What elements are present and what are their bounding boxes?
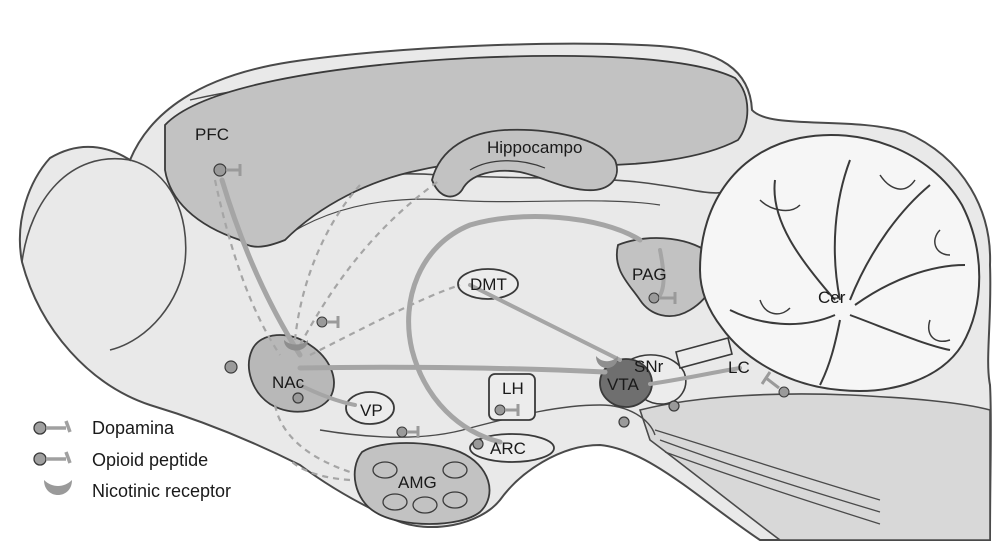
amg-dopamine-synapse [396,426,420,438]
cerebellum-lobule-1 [759,199,801,212]
pfc-dashed-pathway [213,179,281,356]
amg-nucleus-2 [442,461,468,479]
label-dmt: DMT [470,275,507,294]
lc-bridge [675,337,733,369]
legend-opioid-symbol [33,451,72,466]
legend-nicotinic-symbol [44,480,72,495]
pfc-dopamine-synapse [213,163,242,177]
amg-region [353,442,491,525]
nac-to-hippocampus-dashed [299,179,441,346]
cerebellum-fold-6 [729,309,836,325]
vta-nicotinic-receptor [596,356,618,368]
label-arc: ARC [490,439,526,458]
legend-opioid-label: Opioid peptide [92,450,208,470]
vta-ascending-pathway [468,283,622,362]
region-labels: PFC Hippocampo DMT PAG Cer NAc VP LH VTA… [195,125,846,492]
nac-to-callosum-dashed [293,184,361,341]
label-cerebellum: Cer [818,288,846,307]
label-vp: VP [360,401,383,420]
nac-inner-terminal [292,392,304,404]
cerebellum-outline [698,134,981,392]
nac-opioid-synapse [316,316,340,328]
label-pfc: PFC [195,125,229,144]
olfactory-bulb [21,157,187,351]
lc-dopamine-synapse [760,371,790,398]
cerebellum-lobule-5 [759,299,791,315]
nac-side-terminal [224,360,238,374]
nac-to-vp-pathway [298,383,357,407]
pathways [213,177,742,482]
hippocampus-region [431,128,618,198]
nac-nicotinic-receptor [284,340,308,351]
legend-dopamine-label: Dopamina [92,418,175,438]
vta-lower-terminal-1 [618,416,630,428]
stem-fiber-3 [664,451,881,525]
label-snr: SNr [634,357,664,376]
stem-fiber-1 [654,429,881,501]
lh-opioid-synapse [494,404,520,416]
cerebellum-lobule-2 [879,174,916,190]
brainstem [638,393,991,541]
lc-to-vta-pathway [648,366,742,386]
legend-dopamine-symbol [33,420,72,435]
cerebellum-fold-4 [854,264,966,306]
label-nac: NAc [272,373,305,392]
cerebellum-fold-3 [849,184,931,301]
cerebellum-fold-5 [849,314,951,351]
label-lh: LH [502,379,524,398]
amg-nucleus-1 [372,461,398,479]
cerebellum-lobule-4 [928,319,951,342]
vp-region [345,391,395,425]
vta-to-nac-pathway [297,364,608,375]
amg-nucleus-5 [442,491,468,509]
pag-opioid-synapse [648,292,677,304]
amg-to-legend-dashed [289,459,351,482]
label-vta: VTA [607,375,639,394]
hippocampus-inner [469,160,546,171]
stem-fiber-2 [659,439,881,513]
callosal-band-inner [279,198,661,241]
pfc-to-nac-pathway [219,177,303,358]
dmt-region [457,268,519,300]
legend: Dopamina Opioid peptide Nicotinic recept… [33,418,231,501]
vta-lower-terminal-2 [668,400,680,412]
label-lc: LC [728,358,750,377]
cerebellum-lobule-3 [934,229,951,256]
cerebellum-fold-7 [819,319,841,386]
big-loop-pathway [406,214,643,445]
nac-to-amg-dashed [273,404,351,474]
amg-nucleus-4 [412,496,438,514]
label-amg: AMG [398,473,437,492]
synapse-markers [213,163,790,450]
label-hippocampus: Hippocampo [487,138,582,157]
pag-region [615,237,717,317]
label-pag: PAG [632,265,667,284]
amg-nucleus-3 [382,493,408,511]
pag-descending-pathway [656,248,666,300]
arc-terminal [472,438,484,450]
cerebellum [698,134,981,392]
cerebellum-fold-2 [833,159,851,301]
nac-to-dmt-dashed [309,283,461,356]
cerebellum-fold-1 [773,179,836,301]
legend-nicotinic-label: Nicotinic receptor [92,481,231,501]
